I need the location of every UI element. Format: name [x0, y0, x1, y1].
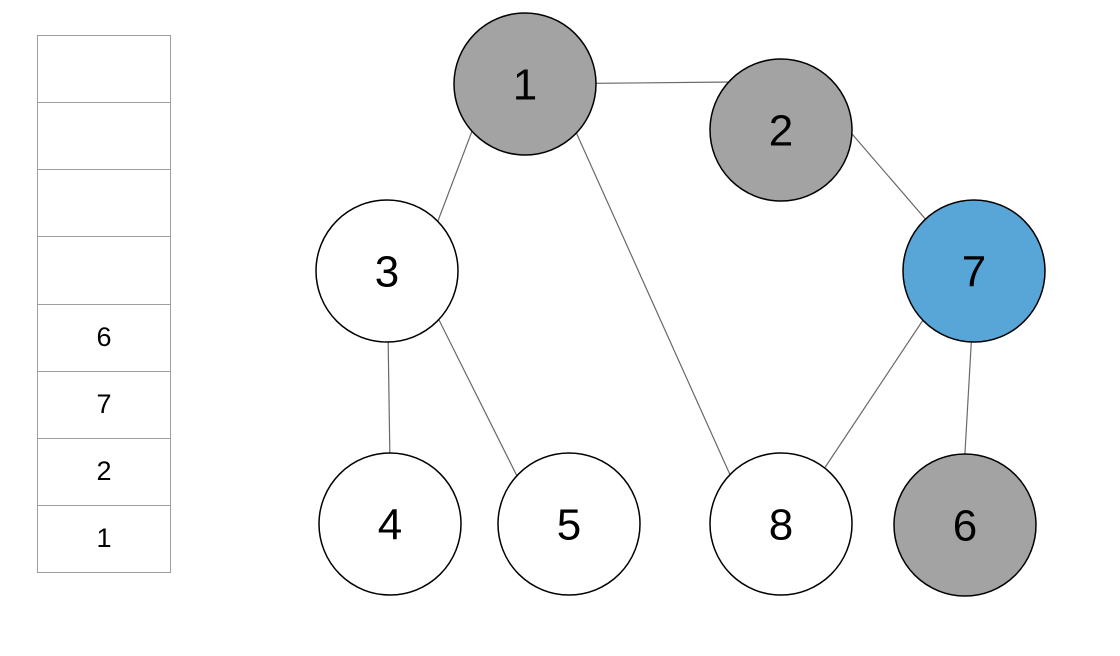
stack-cell-2	[38, 170, 170, 238]
node-6-circle[interactable]	[893, 453, 1037, 597]
node-7-circle[interactable]	[902, 199, 1046, 343]
stack-cell-0	[38, 36, 170, 104]
edges-layer	[387, 81, 973, 489]
edge-1-8	[570, 120, 737, 489]
edge-3-4	[387, 329, 391, 466]
stack-cell-4: 6	[38, 305, 170, 372]
stack-cell-1	[38, 103, 170, 171]
node-4-circle[interactable]	[318, 452, 462, 596]
node-1[interactable]: 1	[453, 12, 597, 156]
node-3[interactable]: 3	[315, 199, 459, 343]
node-3-circle[interactable]	[315, 199, 459, 343]
stack-cell-5: 7	[38, 372, 170, 439]
edge-7-8	[817, 301, 936, 479]
node-8[interactable]: 8	[709, 452, 853, 596]
stack-cell-7: 1	[96, 523, 112, 554]
node-6[interactable]: 6	[893, 453, 1037, 597]
node-1-circle[interactable]	[453, 12, 597, 156]
node-5[interactable]: 5	[497, 452, 641, 596]
edge-1-3	[432, 117, 478, 235]
node-5-circle[interactable]	[497, 452, 641, 596]
edge-7-6	[963, 329, 973, 471]
node-8-circle[interactable]	[709, 452, 853, 596]
stack-cell-3	[38, 237, 170, 305]
edge-3-5	[432, 307, 523, 487]
node-7[interactable]: 7	[902, 199, 1046, 343]
node-4[interactable]: 4	[318, 452, 462, 596]
node-2[interactable]: 2	[709, 58, 853, 202]
node-2-circle[interactable]	[709, 58, 853, 202]
stack-cell-6: 2	[38, 439, 170, 506]
